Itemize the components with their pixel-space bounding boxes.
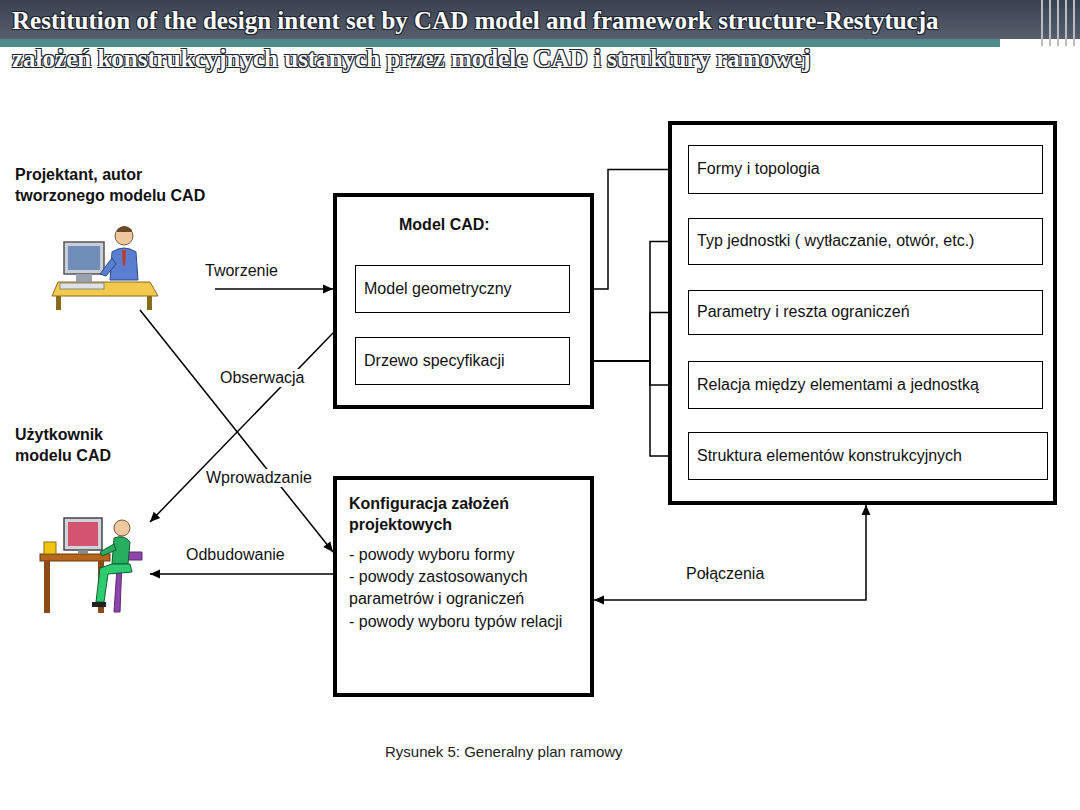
- designer-icon: [50, 222, 160, 312]
- connector-arrow: [594, 505, 871, 605]
- container-box: Formy i topologiaTyp jednostki ( wytłacz…: [668, 121, 1057, 505]
- box-text: - powody wyboru formy: [349, 544, 580, 566]
- process-box: Relacja między elementami a jednostką: [688, 361, 1043, 409]
- box-text: Drzewo specyfikacji: [364, 351, 504, 372]
- box-text: Relacja między elementami a jednostką: [697, 375, 979, 396]
- edge-label: Odbudowanie: [183, 546, 288, 564]
- box-text: - powody wyboru typów relacji: [349, 611, 580, 633]
- actor-figure: Użytkownik modelu CAD: [15, 425, 150, 625]
- edge-label: Połączenia: [683, 565, 767, 583]
- process-box: Model geometryczny: [355, 265, 570, 313]
- edge-label: Tworzenie: [202, 262, 281, 280]
- box-text: Formy i topologia: [697, 159, 820, 180]
- actor-figure: Projektant, autor tworzonego modelu CAD: [15, 165, 215, 310]
- process-box: Parametry i reszta ograniczeń: [688, 290, 1043, 335]
- box-heading: Konfiguracja założeń projektowych: [349, 494, 549, 536]
- container-box: Model CAD: Model geometrycznyDrzewo specy…: [333, 193, 594, 409]
- connector-arrow: [215, 285, 333, 294]
- user-icon: [38, 512, 148, 627]
- box-text: Struktura elementów konstrukcyjnych: [697, 446, 962, 467]
- process-box: Formy i topologia: [688, 145, 1043, 194]
- edge-label: Wprowadzanie: [203, 469, 315, 487]
- box-heading: Model CAD:: [399, 215, 580, 236]
- box-heading: Użytkownik modelu CAD: [15, 425, 150, 467]
- figure-caption: Rysunek 5: Generalny plan ramowy: [385, 743, 623, 760]
- box-heading: Projektant, autor tworzonego modelu CAD: [15, 165, 215, 207]
- box-text: Parametry i reszta ograniczeń: [697, 302, 910, 323]
- process-box: Struktura elementów konstrukcyjnych: [688, 432, 1048, 480]
- edge-label: Obserwacja: [217, 369, 307, 387]
- slide-title: Restitution of the design intent set by …: [12, 2, 987, 78]
- connector-arrow: [140, 310, 333, 552]
- box-text: Model geometryczny: [364, 279, 512, 300]
- container-box: Konfiguracja założeń projektowych - powod…: [333, 476, 594, 697]
- process-box: Drzewo specyfikacji: [355, 337, 570, 385]
- connector-arrow: [150, 333, 333, 522]
- process-box: Typ jednostki ( wytłaczanie, otwór, etc.…: [688, 218, 1043, 265]
- box-text: Typ jednostki ( wytłaczanie, otwór, etc.…: [697, 231, 974, 252]
- connector-arrow: [150, 570, 333, 579]
- box-text: - powody zastosowanych parametrów i ogra…: [349, 566, 580, 611]
